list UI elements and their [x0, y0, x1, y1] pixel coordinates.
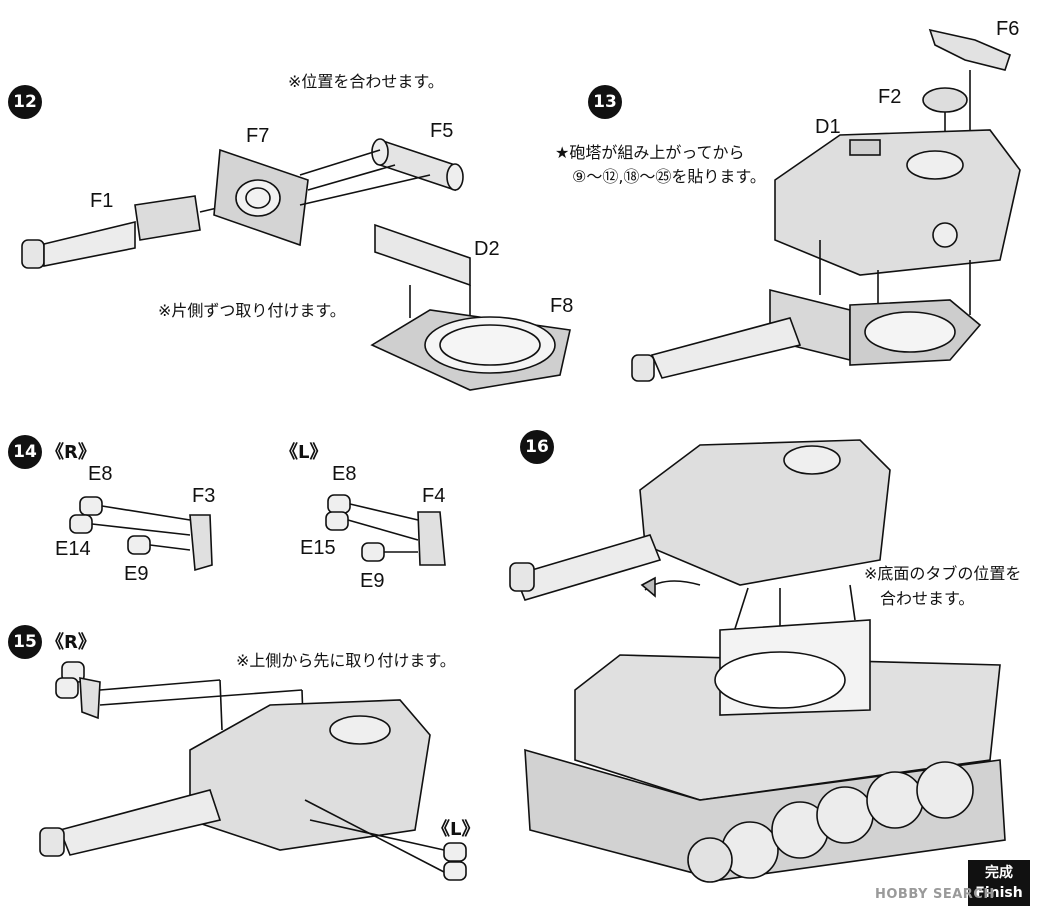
step16-drawing [509, 439, 1006, 883]
step15-note: ※上側から先に取り付けます。 [236, 651, 456, 670]
step15-drawing [39, 661, 467, 881]
part-label-f7: F7 [246, 125, 270, 147]
part-label-f1: F1 [90, 190, 114, 212]
part-label-e9-right: E9 [124, 563, 149, 585]
part-label-d2: D2 [474, 238, 500, 260]
step15-side-left: 《L》 [432, 819, 480, 840]
part-label-f6: F6 [996, 18, 1020, 40]
finish-label-en: Finish [975, 885, 1023, 901]
step13-drawing [631, 28, 1021, 382]
part-label-e15: E15 [300, 537, 336, 559]
step14-drawing [69, 494, 446, 572]
finish-label-jp: 完成 [985, 865, 1013, 881]
step16-note-line2: 合わせます。 [880, 589, 975, 608]
step-15-badge: 15 [8, 625, 42, 659]
part-label-f8: F8 [550, 295, 574, 317]
step13-note-line2: ⑨～⑫,⑱～㉕を貼ります。 [572, 167, 766, 186]
step13-note-line1: ★砲塔が組み上がってから [555, 143, 745, 162]
step14-side-left: 《L》 [280, 442, 328, 463]
part-label-e8-left: E8 [332, 463, 357, 485]
step12-drawing [21, 138, 571, 391]
part-label-f2: F2 [878, 86, 902, 108]
step15-side-right: 《R》 [46, 632, 96, 653]
step-16-badge: 16 [520, 430, 554, 464]
step16-note-line1: ※底面のタブの位置を [864, 564, 1022, 583]
part-label-f3: F3 [192, 485, 216, 507]
step14-side-right: 《R》 [46, 442, 96, 463]
step-13-badge: 13 [588, 85, 622, 119]
finish-badge: 完成 Finish [968, 860, 1030, 906]
step12-note-bottom: ※片側ずつ取り付けます。 [158, 301, 346, 320]
step12-note-top: ※位置を合わせます。 [288, 72, 444, 91]
part-label-d1: D1 [815, 116, 841, 138]
part-label-e14: E14 [55, 538, 91, 560]
part-label-f5: F5 [430, 120, 454, 142]
part-label-e9-left: E9 [360, 570, 385, 592]
watermark: HOBBY SEARCH [875, 887, 995, 902]
part-label-f4: F4 [422, 485, 446, 507]
step-12-badge: 12 [8, 85, 42, 119]
step-14-badge: 14 [8, 435, 42, 469]
part-label-e8-right: E8 [88, 463, 113, 485]
